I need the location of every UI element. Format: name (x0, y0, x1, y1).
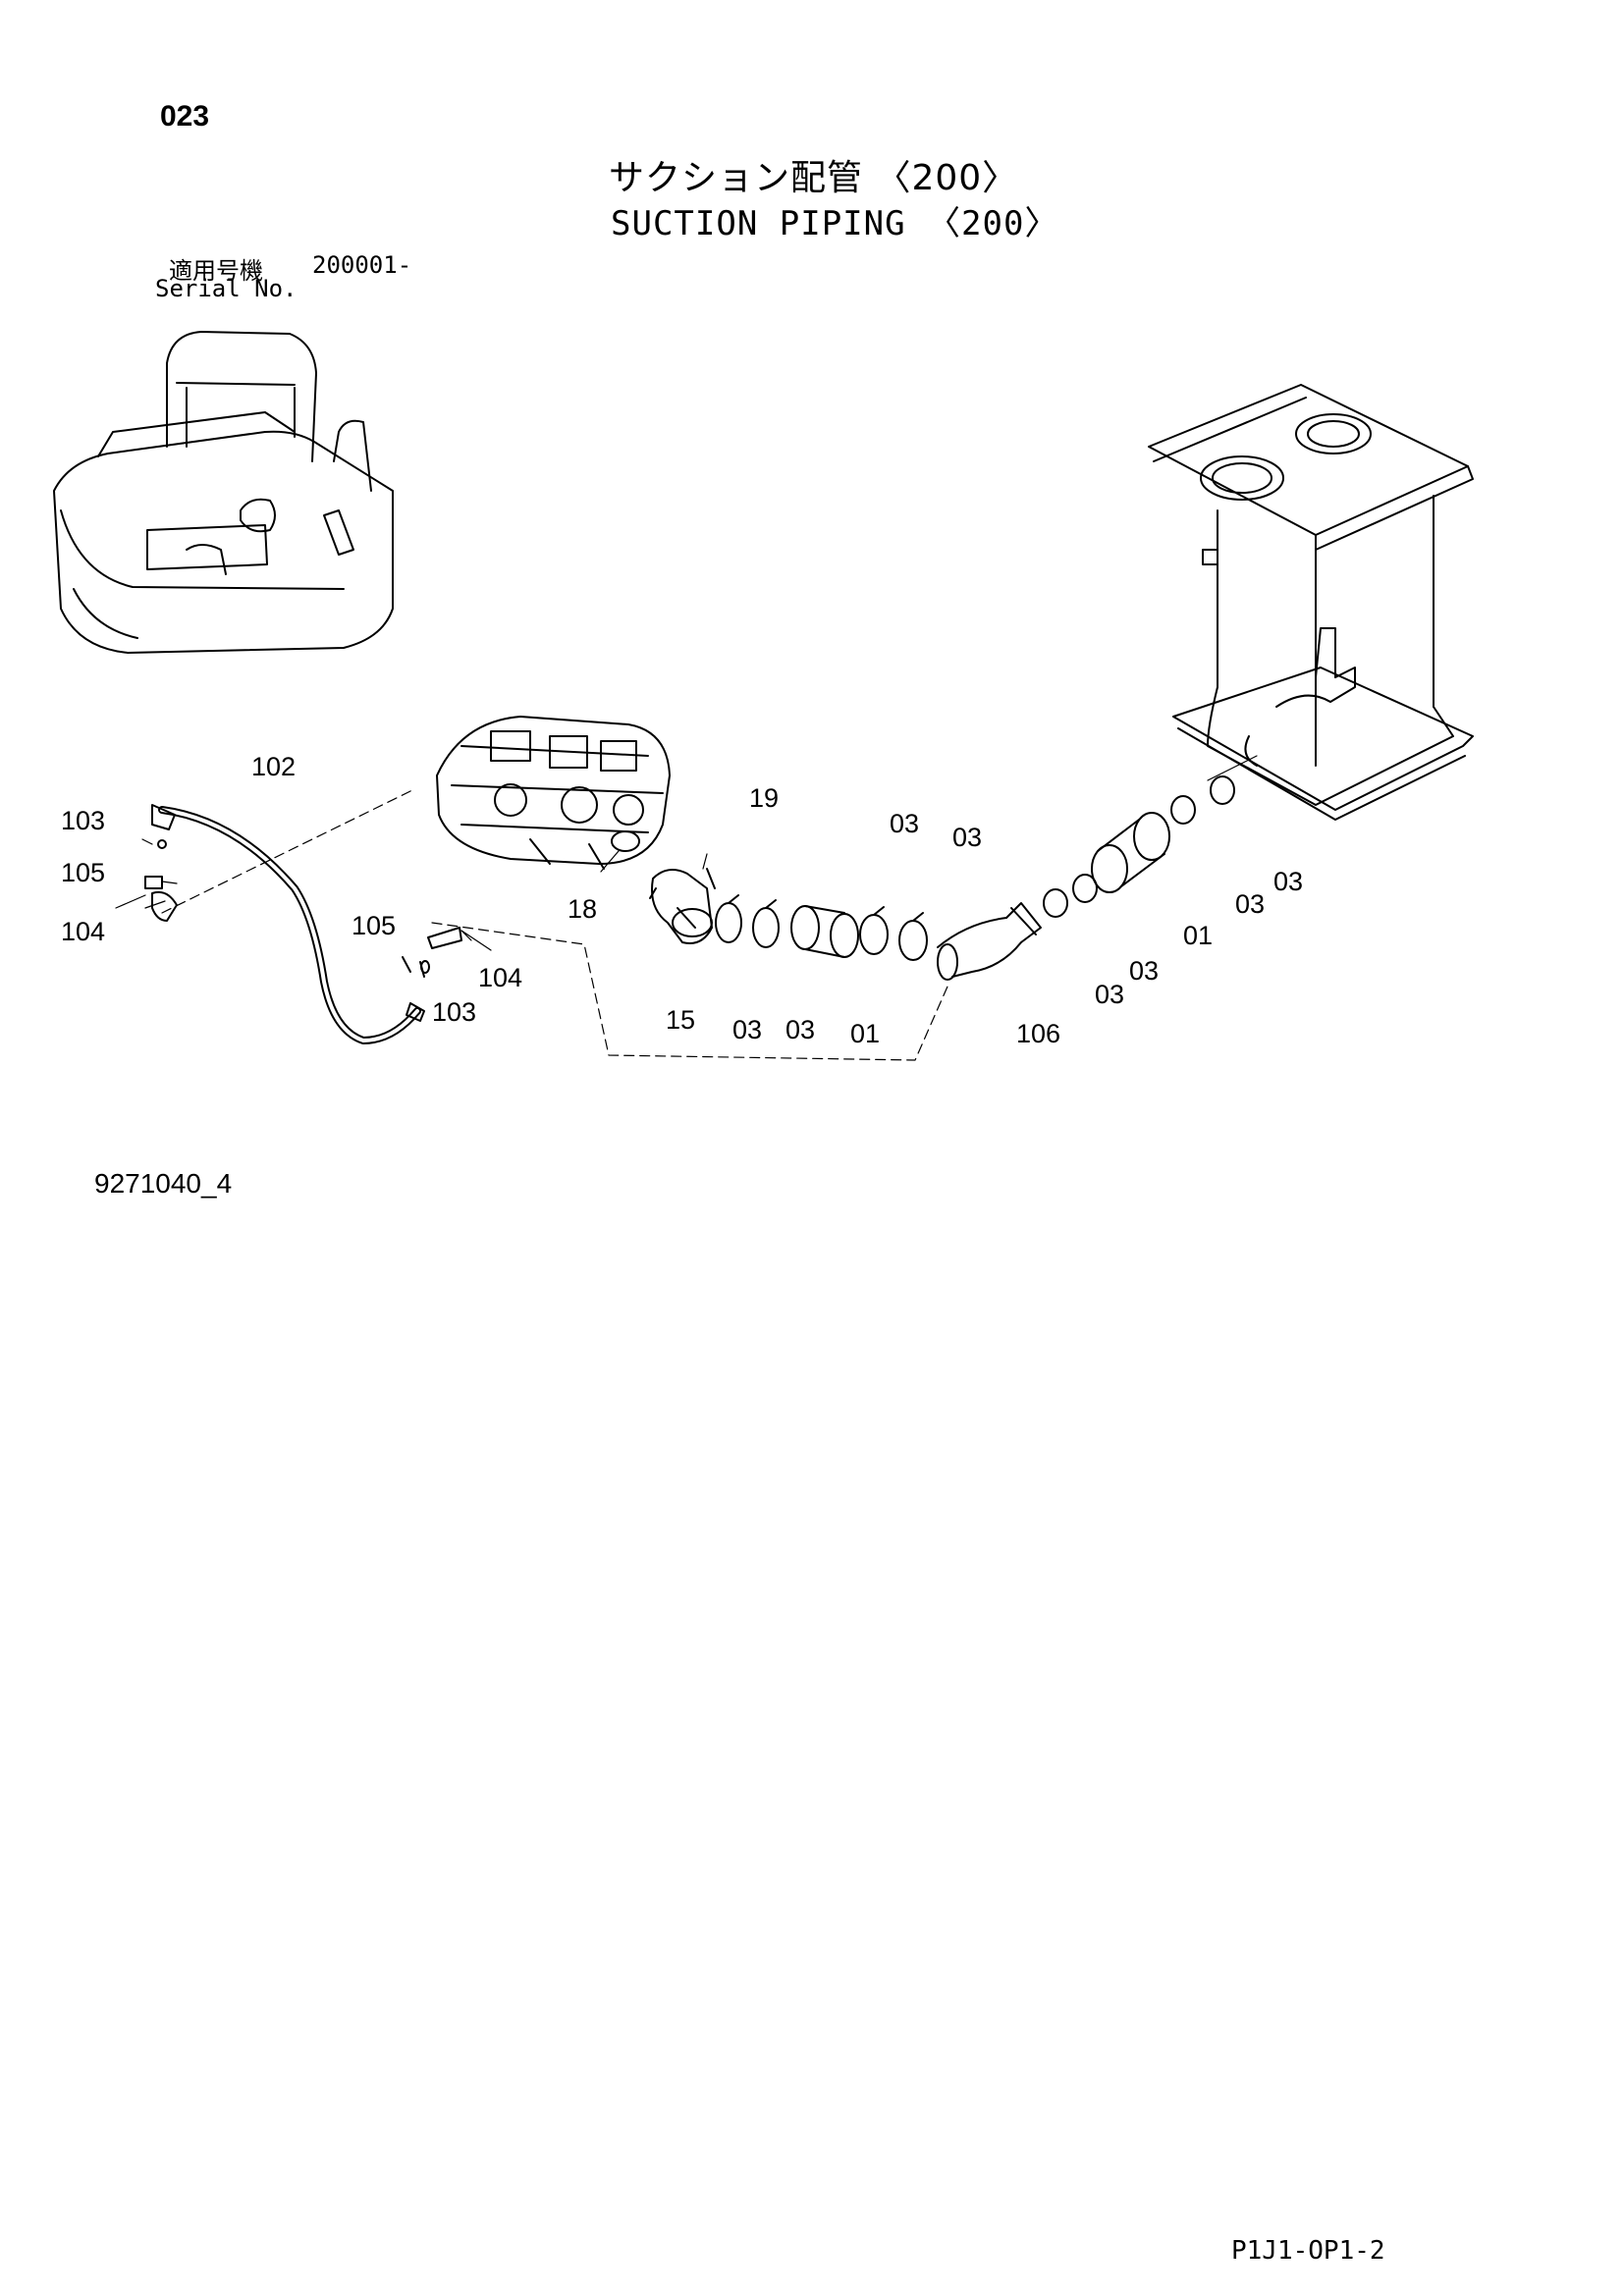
serial-label-japanese: 適用号機 (169, 257, 263, 285)
leader-lines (115, 755, 1258, 1061)
callout-102: 102 (251, 752, 296, 781)
suction-pipe-01b (1091, 812, 1170, 893)
sheet-code: P1J1-OP1-2 (1231, 2236, 1385, 2266)
callout-03: 03 (1235, 889, 1265, 919)
callout-106: 106 (1016, 1019, 1060, 1048)
o-ring-18 (611, 830, 640, 852)
excavator-overview-illustration (53, 331, 394, 654)
drawing-number: 9271040_4 (94, 1168, 233, 1199)
callout-103: 103 (432, 997, 476, 1027)
serial-range: 200001- (312, 251, 412, 279)
callout-03: 03 (952, 823, 982, 852)
callout-104: 104 (61, 917, 105, 946)
callout-03: 03 (1273, 867, 1303, 896)
suction-pipe-01a (790, 905, 859, 958)
bolt-19 (706, 868, 716, 889)
hose-102 (151, 804, 425, 1044)
page-number: 023 (160, 100, 210, 133)
title-japanese: サクション配管 〈200〉 (609, 158, 1019, 198)
elbow-106 (937, 902, 1042, 981)
callout-03: 03 (1095, 980, 1124, 1009)
callout-19: 19 (749, 783, 779, 813)
callout-01: 01 (850, 1019, 880, 1048)
callout-03: 03 (732, 1015, 762, 1044)
callout-105: 105 (61, 858, 105, 887)
hydraulic-pump-illustration (436, 716, 671, 870)
fitting-right (402, 927, 462, 978)
hydraulic-tank-illustration (1148, 384, 1474, 821)
callout-03: 03 (890, 809, 919, 838)
callout-03: 03 (1129, 956, 1159, 986)
clamp-03-group (715, 775, 1235, 961)
callout-01: 01 (1183, 921, 1213, 950)
callout-105: 105 (352, 911, 396, 940)
callout-labels: 102 103 105 104 105 104 103 18 19 15 03 … (61, 752, 1303, 1048)
callout-103: 103 (61, 806, 105, 835)
suction-fitting-15 (649, 869, 713, 944)
callout-104: 104 (478, 963, 522, 992)
title-english: SUCTION PIPING 〈200〉 (611, 204, 1059, 243)
serial-label-english: Serial No. (155, 275, 298, 302)
callout-15: 15 (666, 1005, 695, 1035)
fitting-left (144, 839, 178, 922)
callout-18: 18 (568, 894, 597, 924)
callout-03: 03 (785, 1015, 815, 1044)
